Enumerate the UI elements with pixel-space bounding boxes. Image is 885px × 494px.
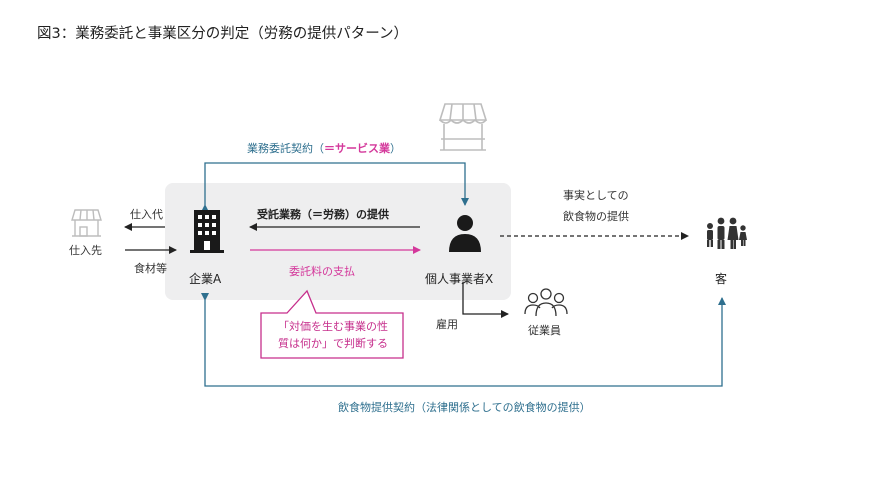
labor-service-label: 受託業務（＝労務）の提供	[257, 208, 389, 221]
individual-x-label: 個人事業者X	[425, 272, 494, 286]
service-contract-line	[201, 162, 469, 212]
office-building-icon	[190, 210, 224, 253]
service-contract-suffix: ）	[390, 142, 401, 155]
people-group-icon	[524, 288, 568, 317]
callout-box	[260, 289, 404, 359]
shop-icon	[71, 209, 102, 237]
fee-payment-label: 委託料の支払	[289, 265, 355, 278]
company-a-label: 企業A	[189, 272, 222, 286]
service-contract-prefix: 業務委託契約（	[247, 142, 324, 155]
employees-label: 従業員	[528, 324, 561, 337]
food-contract-line	[201, 293, 726, 387]
callout-line-2: 質は何か」で判断する	[278, 337, 388, 350]
family-icon	[707, 217, 747, 249]
employment-label: 雇用	[436, 318, 458, 331]
employment-arrow	[462, 282, 509, 318]
food-fact-label-line2: 飲食物の提供	[563, 210, 629, 223]
callout-text: 「対価を生む事業の性 質は何か」で判断する	[268, 318, 398, 352]
person-icon	[449, 215, 481, 252]
customers-label: 客	[715, 272, 728, 286]
callout-line-1: 「対価を生む事業の性	[278, 320, 388, 333]
supplier-label: 仕入先	[69, 244, 102, 257]
market-stall-icon	[438, 103, 488, 151]
purchase-payment-label: 仕入代	[130, 208, 163, 221]
service-contract-label: 業務委託契約（＝サービス業）	[247, 140, 401, 156]
food-contract-label: 飲食物提供契約（法律関係としての飲食物の提供）	[338, 401, 591, 414]
food-fact-label-line1: 事実としての	[563, 189, 629, 202]
service-contract-highlight: ＝サービス業	[324, 142, 390, 155]
ingredients-label: 食材等	[134, 262, 167, 275]
page-title: 図3：業務委託と事業区分の判定（労務の提供パターン）	[37, 26, 408, 42]
